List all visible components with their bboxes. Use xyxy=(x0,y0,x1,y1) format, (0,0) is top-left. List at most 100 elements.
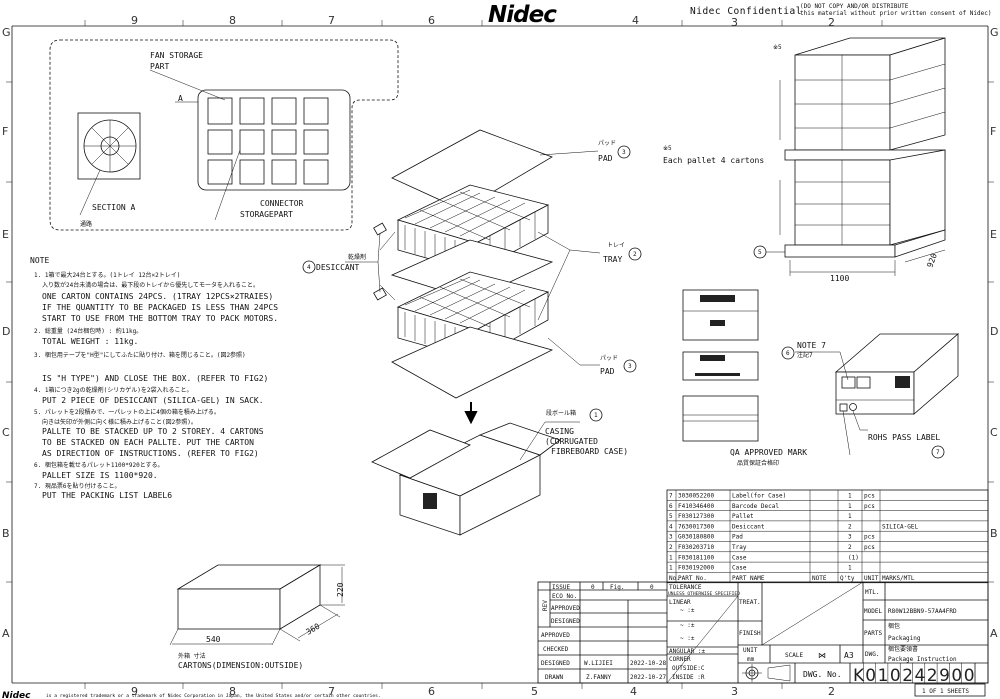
bom-cell: Tray xyxy=(732,544,747,551)
row-label: D xyxy=(990,325,998,338)
fig-label: Fig. xyxy=(610,584,624,591)
bom-cell: 1 xyxy=(848,565,852,572)
linear-label: LINEAR xyxy=(669,599,691,606)
tolerance-row: ~ :± xyxy=(680,635,695,642)
bom-cell: F030192000 xyxy=(678,565,715,572)
dwg-no-digit: 0 xyxy=(890,666,903,686)
footer-logo: Nidec xyxy=(2,691,31,699)
mtl-label: MTL. xyxy=(865,589,879,596)
pallet-width-dim: 1100 xyxy=(830,274,849,283)
fig-value: 0 xyxy=(650,584,654,591)
bom-header-cell: No. xyxy=(669,575,680,582)
section-a-label: SECTION A xyxy=(92,203,136,212)
drawn-label: DRAWN xyxy=(545,674,563,681)
balloon-number: 3 xyxy=(622,149,626,156)
row-label: F xyxy=(990,125,996,138)
row-label: B xyxy=(2,527,10,540)
pallet-depth-dim: 920 xyxy=(925,252,938,269)
bom-header-cell: PART NAME xyxy=(732,575,765,582)
note-line: IF THE QUANTITY TO BE PACKAGED IS LESS T… xyxy=(42,303,278,312)
bom-cell: pcs xyxy=(864,493,875,500)
note-line: AS DIRECTION OF INSTRUCTIONS. (REFER TO … xyxy=(42,449,259,458)
note-line: 向きは矢印が外側に向く様に積み上げること(図2参照)。 xyxy=(42,418,197,426)
fan-storage-label: PART xyxy=(150,62,169,71)
dwg-no-digit: 9 xyxy=(939,666,952,686)
checked-label: CHECKED xyxy=(543,646,569,653)
qa-mark-jp: 品質保証合格印 xyxy=(737,459,779,467)
row-label: A xyxy=(990,627,998,640)
bom-cell: 7630017300 xyxy=(678,523,715,530)
projection-symbol-icon xyxy=(742,664,791,682)
note-line: TOTAL WEIGHT : 11kg. xyxy=(42,337,138,346)
dwg-no-digit: 2 xyxy=(927,666,940,686)
pad-top-jp: パッド xyxy=(598,140,616,147)
bom-cell: 3030052200 xyxy=(678,493,715,500)
desiccant-label: DESICCANT xyxy=(316,263,360,272)
carton-length: 540 xyxy=(206,635,221,644)
column-label: 3 xyxy=(731,16,738,29)
each-pallet-note: Each pallet 4 cartons xyxy=(663,156,764,165)
finish-label: FINISH xyxy=(739,630,761,637)
dwg-no-digit: K xyxy=(853,666,866,686)
bom-header-cell: Q'ty xyxy=(840,575,855,582)
unit-label: UNIT xyxy=(743,647,758,654)
section-arrow-label: A xyxy=(178,94,183,103)
title-block: REV ISSUE 0 Fig. 0 ECO No. APPROVED DESI… xyxy=(537,581,989,697)
balloon-5 xyxy=(753,245,767,259)
note-line: 入り数が24台未満の場合は、最下段のトレイから優先してモータを入れること。 xyxy=(42,281,259,289)
bom-cell: 2 xyxy=(669,544,673,551)
bom-cell: 3 xyxy=(848,534,852,541)
bom-cell: F030203710 xyxy=(678,544,715,551)
dwg-no-label: DWG. No. xyxy=(803,670,842,679)
trademark-notice: is a registered trademark or a trademark… xyxy=(46,693,381,699)
balloon-number: 4 xyxy=(307,264,311,271)
bom-cell: F030181100 xyxy=(678,554,715,561)
bom-header-cell: UNIT xyxy=(864,575,879,582)
dwg-no-digit: 0 xyxy=(951,666,964,686)
bom-cell: SILICA-GEL xyxy=(882,523,919,530)
qa-mark-label: QA APPROVED MARK xyxy=(730,448,807,457)
bom-cell: Pallet xyxy=(732,513,754,520)
bom-header-cell: MARKS/MTL xyxy=(882,575,915,582)
approved-label: APPROVED xyxy=(541,632,570,639)
column-label: 3 xyxy=(731,685,738,698)
exploded-view: パッド PAD 3 トレイ TRAY 2 パッド PAD 3 乾燥剤 DESIC… xyxy=(302,129,642,536)
row-label: E xyxy=(2,228,9,241)
note-line: PALLET SIZE IS 1100*920. xyxy=(42,471,158,480)
dwg-label: DWG. xyxy=(865,651,879,658)
bom-cell: pcs xyxy=(864,503,875,510)
eco-label: ECO No. xyxy=(552,593,577,600)
carton-caption: CARTONS(DIMENSION:OUTSIDE) xyxy=(178,661,303,670)
bom-cell: 6 xyxy=(669,503,673,510)
bom-cell: Barcode Decal xyxy=(732,503,779,510)
designed-date: 2022-10-28 xyxy=(630,660,667,667)
note-line: PALLTE TO BE STACKED UP TO 2 STOREY. 4 C… xyxy=(42,427,264,436)
row-label: B xyxy=(990,527,998,540)
bom-cell: 1 xyxy=(669,554,673,561)
row-label: A xyxy=(2,627,10,640)
designed-label: DESIGNED xyxy=(541,660,570,667)
tray-top-view xyxy=(197,89,351,191)
bom-cell: Case xyxy=(732,554,747,561)
open-carton xyxy=(371,422,561,536)
column-label: 2 xyxy=(828,685,835,698)
unit-value: mm xyxy=(747,656,755,663)
connector-label: CONNECTOR xyxy=(260,199,304,208)
bom-cell: F410346400 xyxy=(678,503,715,510)
desiccant-sachet xyxy=(373,222,387,236)
rev-approved-label: APPROVED xyxy=(551,605,580,612)
casing-label: (CORRUGATED xyxy=(545,437,598,446)
balloon-number: 2 xyxy=(633,251,637,258)
model-value: R80W12BBN9-57AA4FRD xyxy=(888,608,957,615)
bom-cell: G030180800 xyxy=(678,534,715,541)
note-line: 3. 梱包用テープを"H型"にしてふたに貼り付け、箱を閉じること。(図2参照) xyxy=(34,351,246,359)
column-label: 4 xyxy=(630,685,637,698)
tolerance-label: TOLERANCE xyxy=(669,584,702,591)
inside-label: INSIDE :R xyxy=(672,674,705,681)
